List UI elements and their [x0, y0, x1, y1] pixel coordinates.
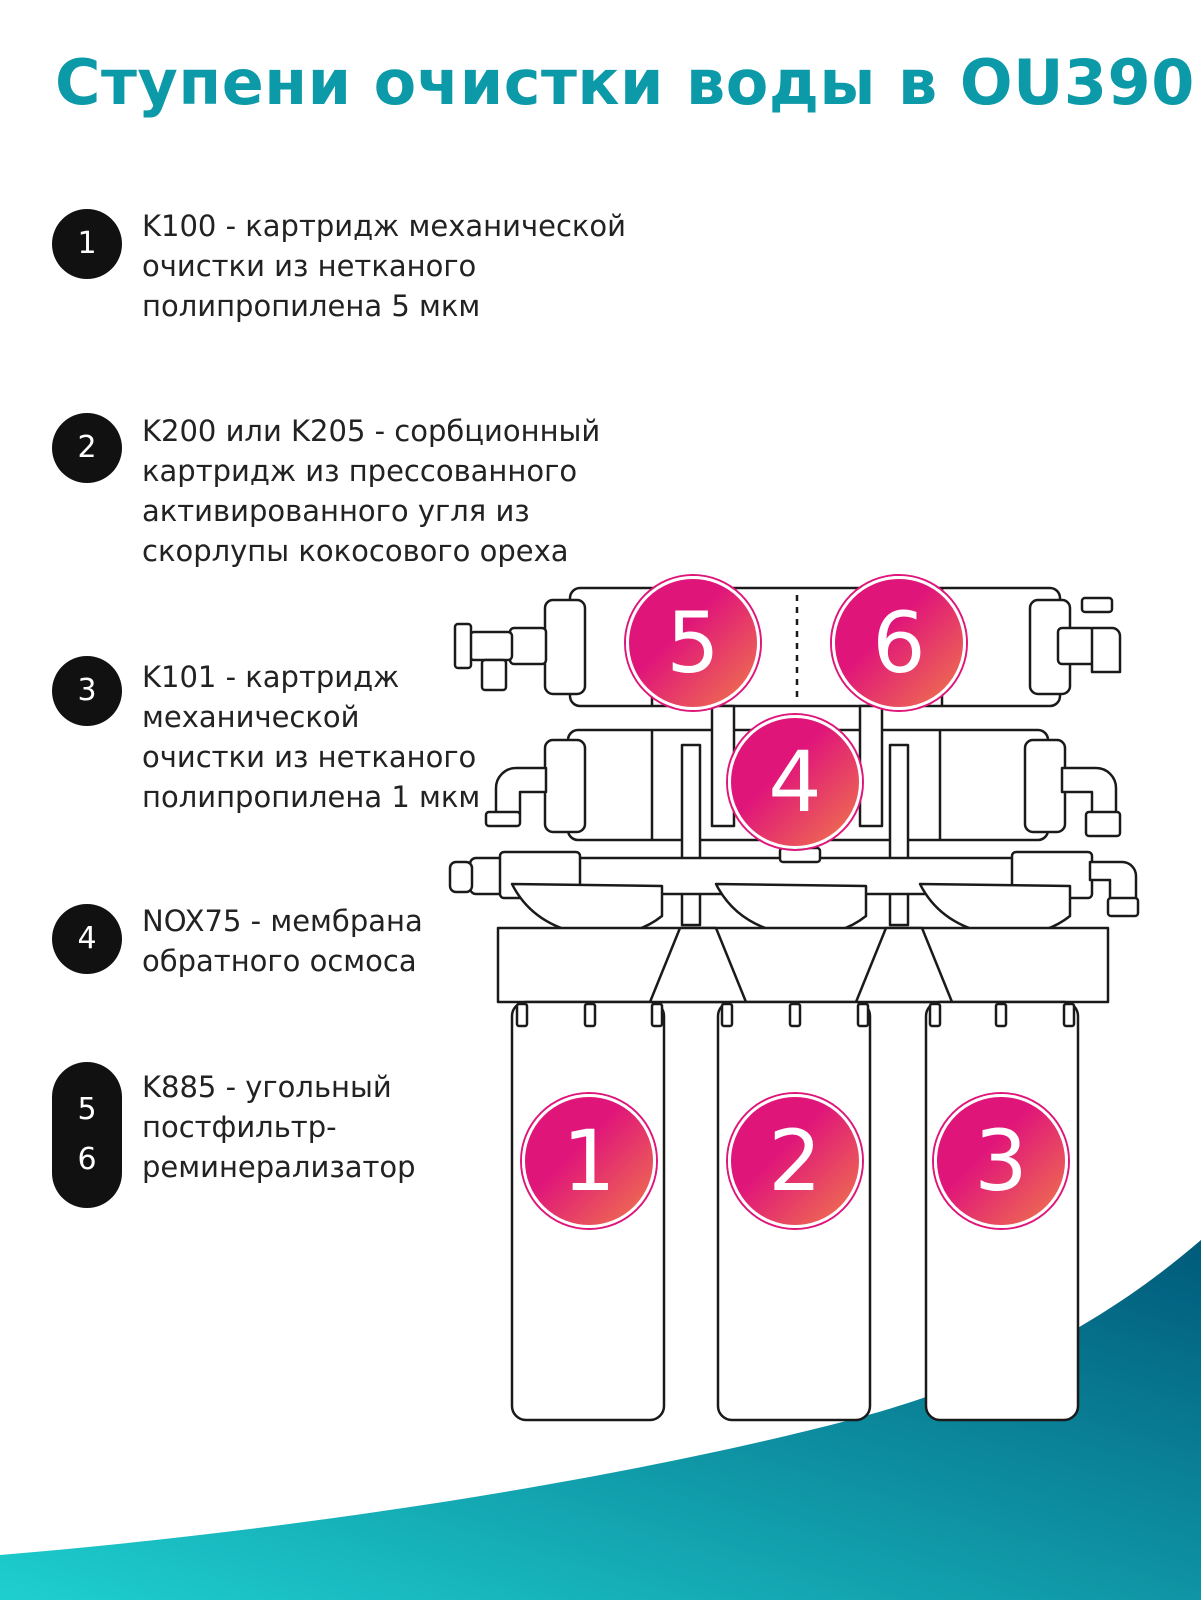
- step-number: 3: [77, 673, 97, 708]
- marker-4: 4: [728, 715, 862, 849]
- step-badge-5-6: 5 6: [52, 1062, 122, 1208]
- top-cartridge-housing: [453, 586, 1122, 708]
- marker-5: 5: [626, 576, 760, 710]
- marker-1: 1: [522, 1094, 656, 1228]
- marker-6: 6: [832, 576, 966, 710]
- step-description-1: K100 - картридж механической очистки из …: [142, 209, 626, 323]
- step-badge-2: 2: [52, 413, 122, 483]
- step-number: 2: [77, 430, 97, 465]
- step-badge-1: 1: [52, 209, 122, 279]
- step-badge-3: 3: [52, 656, 122, 726]
- marker-2: 2: [728, 1094, 862, 1228]
- marker-3: 3: [934, 1094, 1068, 1228]
- step-number: 5: [77, 1092, 97, 1127]
- step-description-2: K200 или K205 - сорбционный картридж из …: [142, 414, 601, 568]
- step-description-4: NOX75 - мембрана обратного осмоса: [142, 904, 423, 978]
- step-number: 1: [77, 226, 97, 261]
- mounting-bracket: [496, 926, 1110, 1004]
- step-badge-4: 4: [52, 904, 122, 974]
- step-number: 4: [77, 921, 97, 956]
- page-title: Ступени очистки воды в OU390: [55, 46, 1195, 119]
- housing-caps: [510, 882, 1072, 937]
- step-description-3: K101 - картридж механической очистки из …: [142, 660, 481, 814]
- step-number: 6: [77, 1142, 97, 1177]
- step-description-5-6: K885 - угольный постфильтр- реминерализа…: [142, 1070, 416, 1184]
